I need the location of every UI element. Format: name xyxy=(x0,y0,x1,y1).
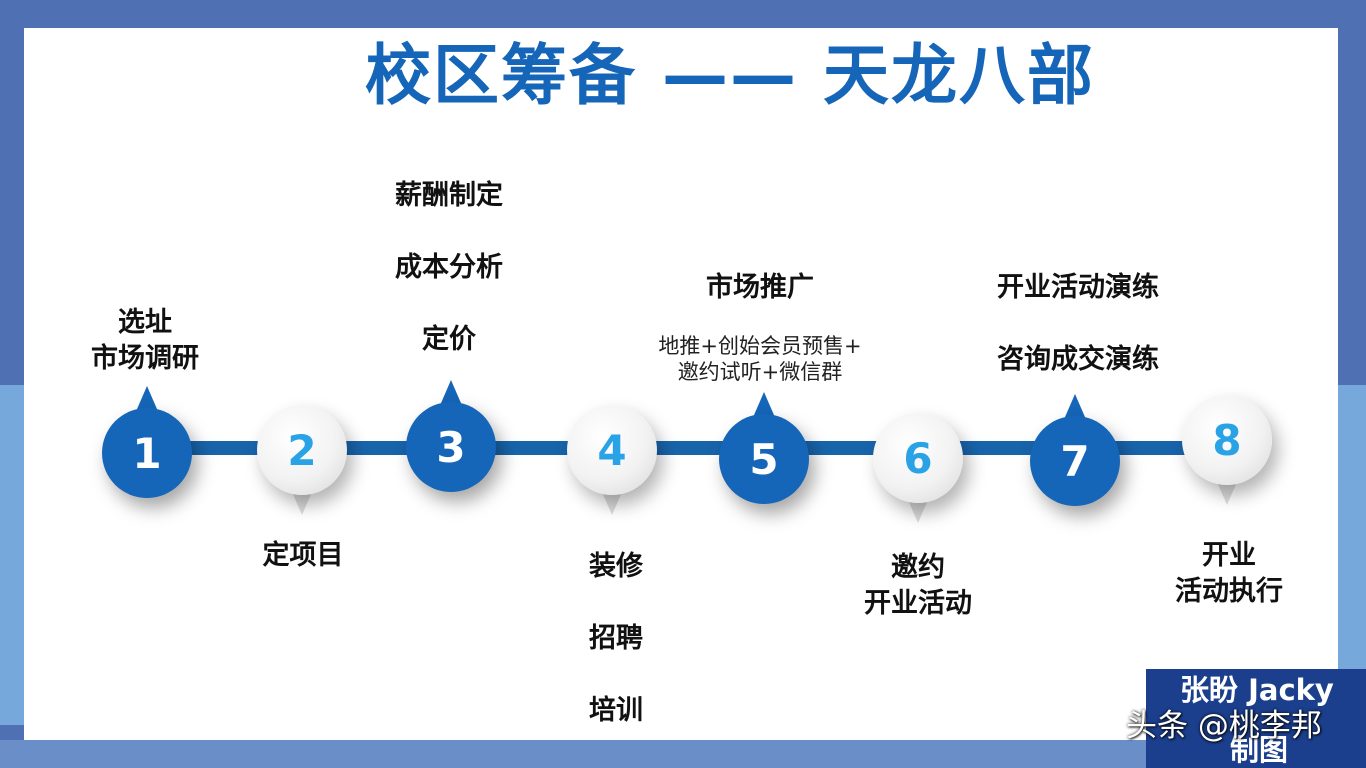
step-5-detail-line-2: 邀约试听+微信群 xyxy=(677,360,843,384)
credit-box xyxy=(1146,669,1366,768)
step-4-label: 装修 招聘 培训 xyxy=(541,549,691,729)
step-8-label: 开业 活动执行 xyxy=(1154,538,1304,610)
step-5-detail: 地推+创始会员预售+ 邀约试听+微信群 xyxy=(640,333,880,385)
step-number-6: 6 xyxy=(873,413,963,503)
step-5-label-line-1: 市场推广 xyxy=(706,272,814,303)
step-5-detail-line-1: 地推+创始会员预售+ xyxy=(658,334,862,358)
step-node-8: 8 xyxy=(1182,395,1272,505)
frame-left-accent xyxy=(0,385,24,725)
step-1-label: 选址 市场调研 xyxy=(70,305,220,377)
step-8-label-line-1: 开业 xyxy=(1202,540,1256,571)
slide-title: 校区筹备 —— 天龙八部 xyxy=(365,37,1095,114)
credit-author: 张盼 Jacky xyxy=(1180,673,1334,707)
step-3-label-line-1: 薪酬制定 xyxy=(395,180,503,211)
step-node-7: 7 xyxy=(1030,394,1120,506)
step-2-label-line-1: 定项目 xyxy=(262,540,344,571)
step-3-label-line-3: 定价 xyxy=(422,324,476,355)
step-5-label: 市场推广 xyxy=(685,270,835,306)
step-1-label-line-2: 市场调研 xyxy=(91,343,199,374)
frame-top xyxy=(0,0,1366,28)
step-2-label: 定项目 xyxy=(228,538,378,574)
step-4-label-line-1: 装修 xyxy=(589,551,643,582)
step-node-1: 1 xyxy=(102,386,192,498)
step-7-label-line-2: 咨询成交演练 xyxy=(997,344,1159,375)
step-number-4: 4 xyxy=(567,405,657,495)
step-number-3: 3 xyxy=(406,402,496,492)
step-node-2: 2 xyxy=(257,405,347,515)
step-6-label-line-1: 邀约 xyxy=(891,552,945,583)
step-node-4: 4 xyxy=(567,405,657,515)
step-1-label-line-1: 选址 xyxy=(118,307,172,338)
step-3-label: 薪酬制定 成本分析 定价 xyxy=(374,178,524,358)
step-4-label-line-3: 培训 xyxy=(589,695,643,726)
credit-caption: 制图 xyxy=(1230,733,1289,767)
step-number-2: 2 xyxy=(257,405,347,495)
step-number-8: 8 xyxy=(1182,395,1272,485)
step-7-label-line-1: 开业活动演练 xyxy=(997,272,1159,303)
step-8-label-line-2: 活动执行 xyxy=(1175,576,1283,607)
step-6-label-line-2: 开业活动 xyxy=(864,588,972,619)
step-6-label: 邀约 开业活动 xyxy=(843,550,993,622)
frame-right-accent xyxy=(1338,385,1366,675)
step-number-1: 1 xyxy=(102,408,192,498)
step-node-5: 5 xyxy=(719,392,809,504)
step-number-7: 7 xyxy=(1030,416,1120,506)
watermark-text: 头条 @桃李邦 xyxy=(1126,708,1322,744)
step-7-label: 开业活动演练 咨询成交演练 xyxy=(978,270,1178,378)
slide-canvas xyxy=(24,28,1338,740)
step-3-label-line-2: 成本分析 xyxy=(395,252,503,283)
step-node-3: 3 xyxy=(406,380,496,492)
step-number-5: 5 xyxy=(719,414,809,504)
frame-bottom xyxy=(0,740,1366,768)
step-node-6: 6 xyxy=(873,413,963,523)
step-4-label-line-2: 招聘 xyxy=(589,623,643,654)
